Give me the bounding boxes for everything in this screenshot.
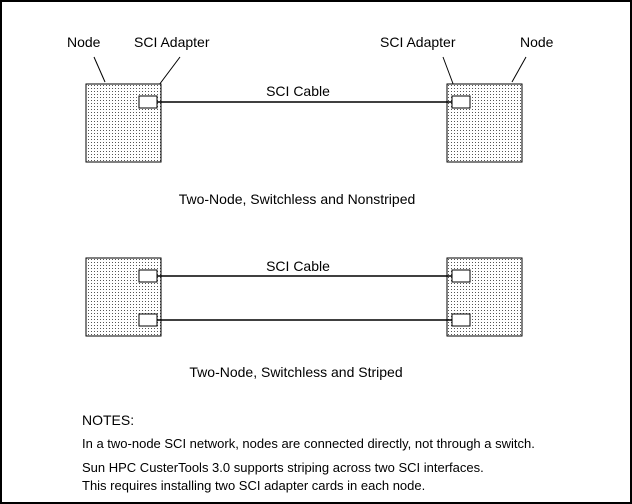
right-node-label: Node bbox=[520, 34, 554, 50]
right-sci-adapter bbox=[451, 95, 471, 109]
notes-line-1: In a two-node SCI network, nodes are con… bbox=[82, 436, 535, 451]
striped-right-adapter-top bbox=[451, 269, 471, 283]
left-node-leader bbox=[93, 56, 106, 83]
left-sci-adapter bbox=[138, 95, 158, 109]
notes-line-2: Sun HPC CusterTools 3.0 supports stripin… bbox=[82, 460, 484, 475]
sci-cable-label: SCI Cable bbox=[266, 83, 330, 99]
striped-right-adapter-bottom bbox=[451, 313, 471, 327]
striped-left-adapter-top bbox=[138, 269, 158, 283]
striped-caption: Two-Node, Switchless and Striped bbox=[189, 364, 402, 380]
nonstriped-caption: Two-Node, Switchless and Nonstriped bbox=[179, 191, 416, 207]
notes-heading: NOTES: bbox=[82, 412, 134, 428]
notes-line-3: This requires installing two SCI adapter… bbox=[82, 478, 425, 493]
left-adapter-label: SCI Adapter bbox=[134, 34, 210, 50]
striped-cable-label: SCI Cable bbox=[266, 258, 330, 274]
left-node-label: Node bbox=[67, 34, 101, 50]
right-adapter-label: SCI Adapter bbox=[380, 34, 456, 50]
striped-left-adapter-bottom bbox=[138, 313, 158, 327]
right-node-leader bbox=[511, 56, 527, 83]
